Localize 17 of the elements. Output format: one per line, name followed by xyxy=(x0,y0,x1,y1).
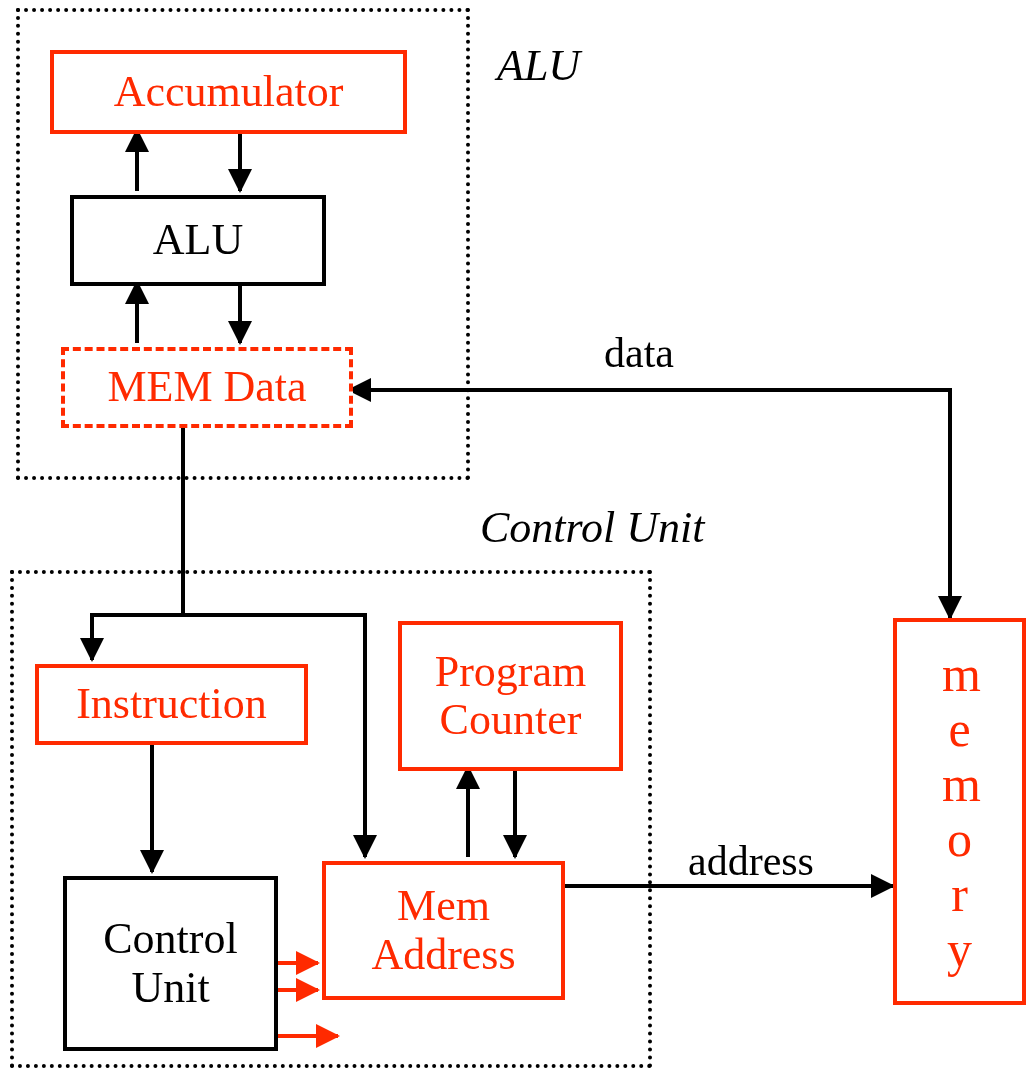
register-label: Instruction xyxy=(76,680,267,729)
register-box xyxy=(35,664,308,745)
register-label: Accumulator xyxy=(113,67,344,117)
register-box xyxy=(322,861,565,1000)
unit-box xyxy=(63,876,278,1051)
register-label: Mem Address xyxy=(370,882,517,979)
register-label: Program Counter xyxy=(433,647,588,745)
unit-label: Control Unit xyxy=(102,915,239,1012)
unit-box xyxy=(70,195,326,286)
unit-label: ALU xyxy=(152,216,244,265)
register-label: MEM Data xyxy=(107,363,307,412)
dashed-register-box xyxy=(61,347,353,428)
vertical-label: memory xyxy=(942,646,992,977)
group-title: Control Unit xyxy=(480,504,705,553)
register-box xyxy=(398,621,623,771)
register-box xyxy=(893,618,1026,1005)
register-box xyxy=(50,50,407,134)
